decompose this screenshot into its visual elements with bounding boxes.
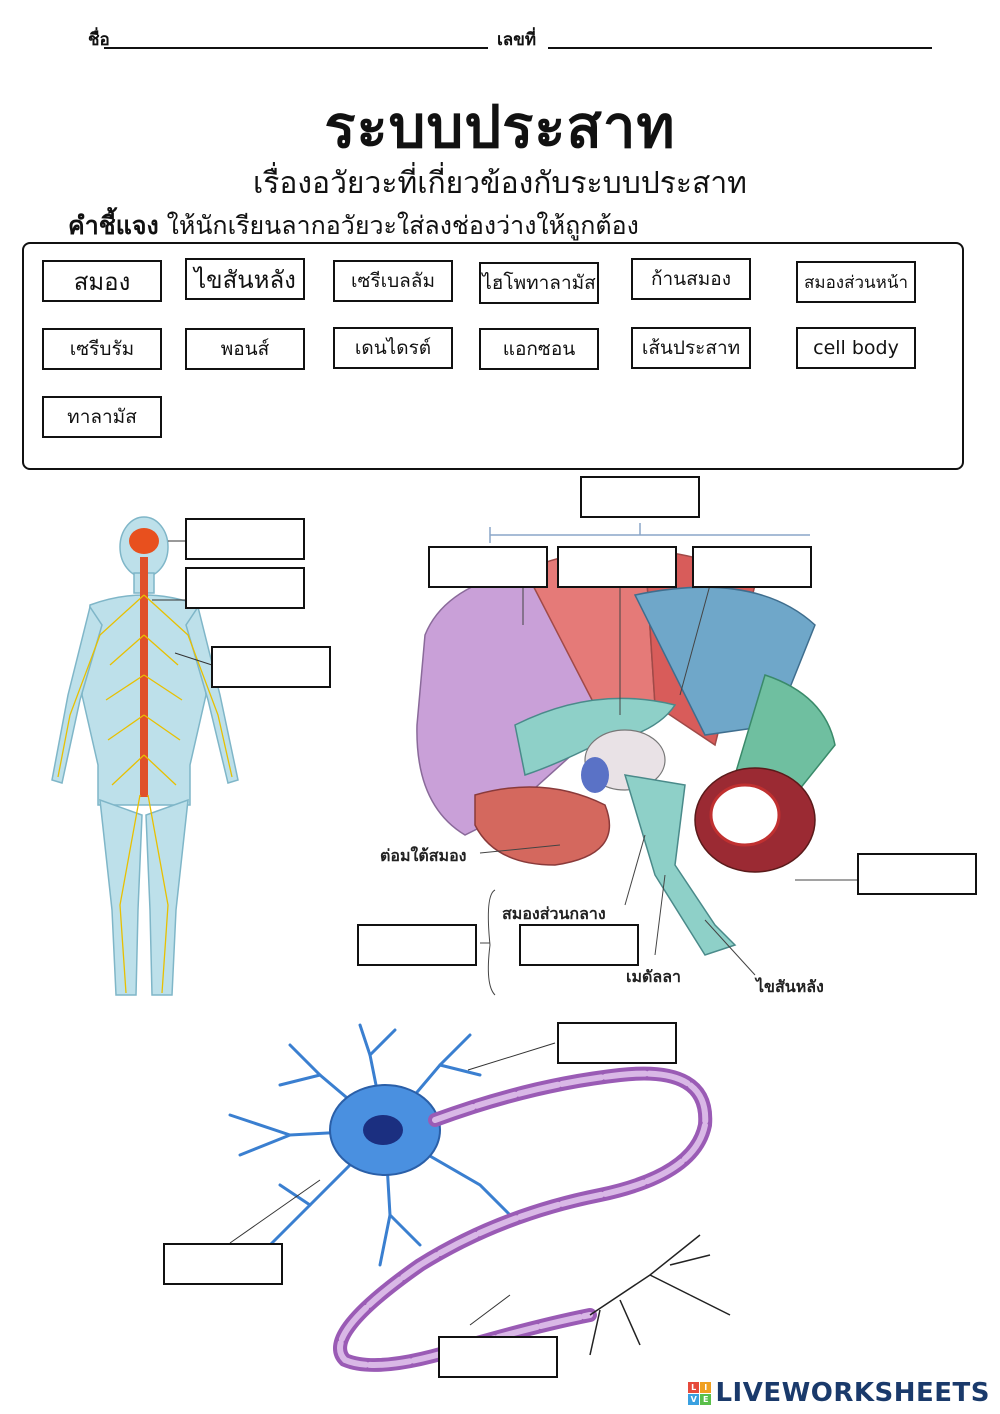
word-chip[interactable]: สมองส่วนหน้า xyxy=(796,261,916,303)
neuron-diagram xyxy=(228,1023,731,1372)
word-chip[interactable]: เซรีบรัม xyxy=(42,328,162,370)
instructions: คำชี้แจง ให้นักเรียนลากอวัยวะใส่ลงช่องว่… xyxy=(68,206,639,246)
drop-box-pons[interactable] xyxy=(519,924,639,966)
name-field[interactable] xyxy=(104,47,488,49)
word-bank xyxy=(22,242,964,470)
drop-box-brain-top[interactable] xyxy=(580,476,700,518)
brain-mark xyxy=(129,528,159,554)
drop-box-axon[interactable] xyxy=(438,1336,558,1378)
word-chip[interactable]: พอนส์ xyxy=(185,328,305,370)
page-subtitle: เรื่องอวัยวะที่เกี่ยวข้องกับระบบประสาท xyxy=(253,166,747,201)
word-chip[interactable]: เส้นประสาท xyxy=(631,327,751,369)
logo-mark-icon: L I V E xyxy=(688,1381,712,1405)
drop-box-cell-body[interactable] xyxy=(163,1243,283,1285)
word-chip[interactable]: ก้านสมอง xyxy=(631,258,751,300)
word-chip[interactable]: ไขสันหลัง xyxy=(185,258,305,300)
label-medulla: เมดัลลา xyxy=(626,967,681,986)
word-chip[interactable]: เซรีเบลลัม xyxy=(333,260,453,302)
liveworksheets-logo: L I V E LIVEWORKSHEETS xyxy=(688,1378,990,1408)
label-midbrain: สมองส่วนกลาง xyxy=(502,904,606,923)
instructions-prefix: คำชี้แจง xyxy=(68,211,159,240)
spinal-cord-mark xyxy=(140,557,148,797)
human-body-illustration xyxy=(51,516,239,996)
drop-box-spinal-cord[interactable] xyxy=(185,567,305,609)
drop-box-cerebrum[interactable] xyxy=(428,546,548,588)
drop-box-cerebellum[interactable] xyxy=(857,853,977,895)
number-label: เลขที่ xyxy=(497,30,537,50)
word-chip[interactable]: แอกซอน xyxy=(479,328,599,370)
page-title: ระบบประสาท xyxy=(324,93,676,161)
drop-box-brainstem[interactable] xyxy=(357,924,477,966)
brain-diagram xyxy=(416,523,857,996)
word-chip[interactable]: ทาลามัส xyxy=(42,396,162,438)
drop-box-hypothalamus[interactable] xyxy=(692,546,812,588)
label-spinal-cord: ไขสันหลัง xyxy=(756,977,824,996)
word-chip[interactable]: เดนไดรต์ xyxy=(333,327,453,369)
word-chip[interactable]: cell body xyxy=(796,327,916,369)
drop-box-dendrite[interactable] xyxy=(557,1022,677,1064)
drop-box-thalamus[interactable] xyxy=(557,546,677,588)
instructions-text: ให้นักเรียนลากอวัยวะใส่ลงช่องว่างให้ถูกต… xyxy=(158,211,639,240)
drop-box-nerve[interactable] xyxy=(211,646,331,688)
drop-box-brain[interactable] xyxy=(185,518,305,560)
logo-text: LIVEWORKSHEETS xyxy=(715,1378,990,1408)
name-label: ชื่อ xyxy=(88,30,110,50)
number-field[interactable] xyxy=(548,47,932,49)
label-pituitary: ต่อมใต้สมอง xyxy=(380,846,467,865)
word-chip[interactable]: สมอง xyxy=(42,260,162,302)
word-chip[interactable]: ไฮโพทาลามัส xyxy=(479,262,599,304)
